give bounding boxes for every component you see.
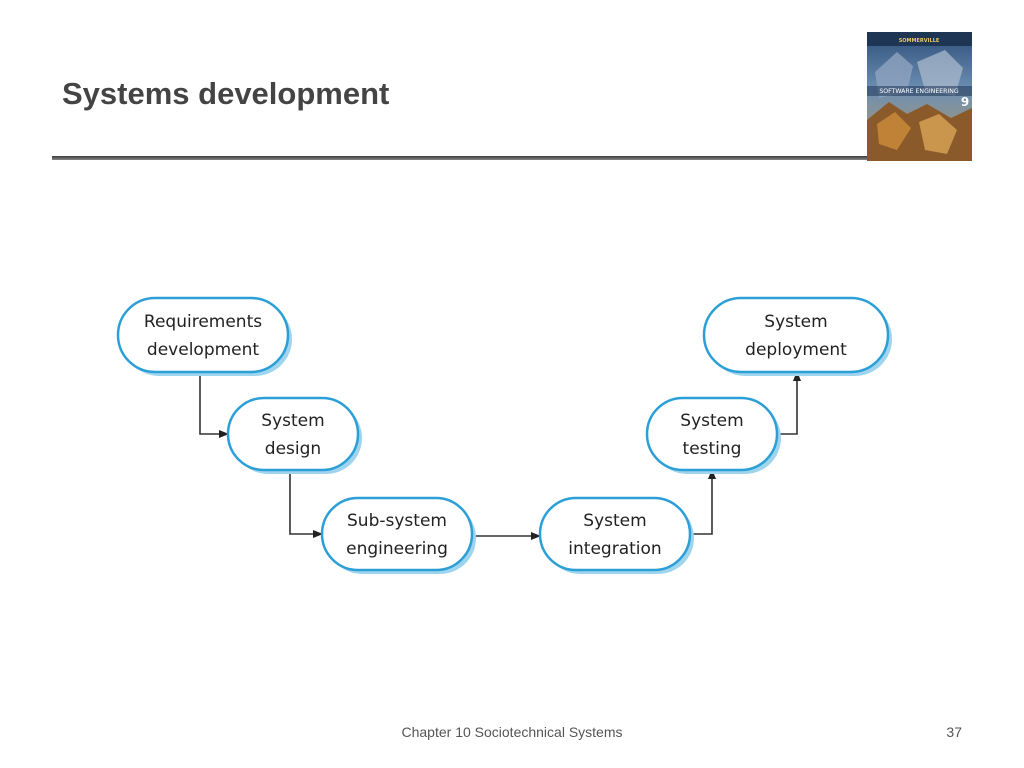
footer-chapter-title: Chapter 10 Sociotechnical Systems: [401, 724, 623, 740]
node-label-line: System: [583, 511, 646, 531]
node-label-line: Requirements: [144, 312, 262, 332]
node-deployment: System deployment: [702, 296, 892, 376]
page-number: 37: [946, 724, 962, 740]
node-label-line: System: [261, 411, 324, 431]
node-testing: System testing: [645, 396, 781, 474]
node-label-line: deployment: [745, 340, 847, 360]
node-label-line: System: [680, 411, 743, 431]
book-author: SOMMERVILLE: [899, 38, 940, 44]
node-label-line: engineering: [346, 539, 448, 559]
book-edition: 9: [961, 95, 969, 109]
book-title: SOFTWARE ENGINEERING: [879, 88, 959, 95]
arrow-requirements-to-design: [199, 372, 229, 438]
edge-layer: [199, 371, 801, 540]
node-subsystem: Sub-system engineering: [320, 496, 476, 574]
node-box: [702, 296, 890, 374]
node-label-line: development: [147, 340, 259, 360]
node-box: [116, 296, 290, 374]
node-label-line: integration: [568, 539, 661, 559]
arrow-testing-to-deployment: [777, 371, 801, 435]
node-label-line: Sub-system: [347, 511, 447, 531]
node-box: [320, 496, 474, 572]
node-integration: System integration: [538, 496, 694, 574]
node-box: [538, 496, 692, 572]
arrow-integration-to-testing: [690, 469, 716, 535]
node-label-line: System: [764, 312, 827, 332]
node-label-line: design: [265, 439, 321, 459]
node-label-line: testing: [683, 439, 742, 459]
slide-title: Systems development: [62, 76, 390, 111]
title-divider: [52, 156, 870, 160]
node-layer: RequirementsdevelopmentSystemdesignSub-s…: [116, 296, 892, 574]
node-box: [226, 396, 360, 472]
arrow-design-to-subsystem: [289, 470, 323, 538]
node-requirements: Requirements development: [116, 296, 292, 376]
book-cover-image: SOMMERVILLE SOFTWARE ENGINEERING 9: [867, 32, 972, 161]
node-box: [645, 396, 779, 472]
node-design: System design: [226, 396, 362, 474]
